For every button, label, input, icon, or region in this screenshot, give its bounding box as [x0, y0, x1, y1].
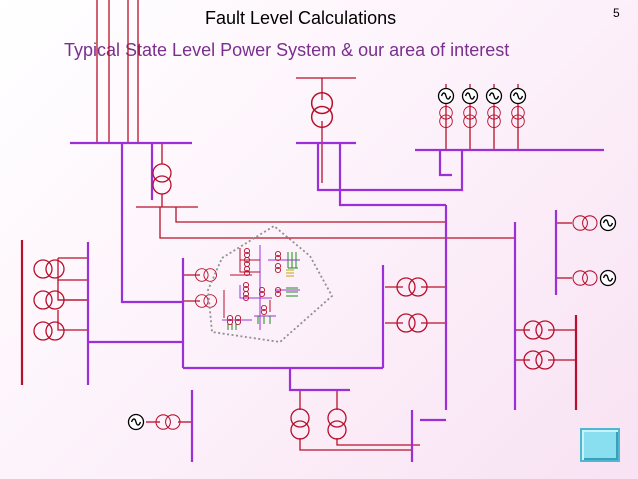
- area-of-interest: [207, 224, 334, 343]
- area-of-interest-boundary: [207, 224, 334, 343]
- generators: [127, 87, 617, 431]
- slide-title: Fault Level Calculations: [205, 8, 397, 28]
- next-slide-button[interactable]: [580, 428, 620, 462]
- bus-bars: [70, 141, 604, 462]
- slide-subtitle: Typical State Level Power System & our a…: [64, 40, 510, 60]
- transmission-lines: [57, 0, 576, 451]
- page-number: 5: [613, 6, 620, 20]
- feeder-bus-bars: [20, 240, 578, 410]
- transformers: [33, 92, 598, 440]
